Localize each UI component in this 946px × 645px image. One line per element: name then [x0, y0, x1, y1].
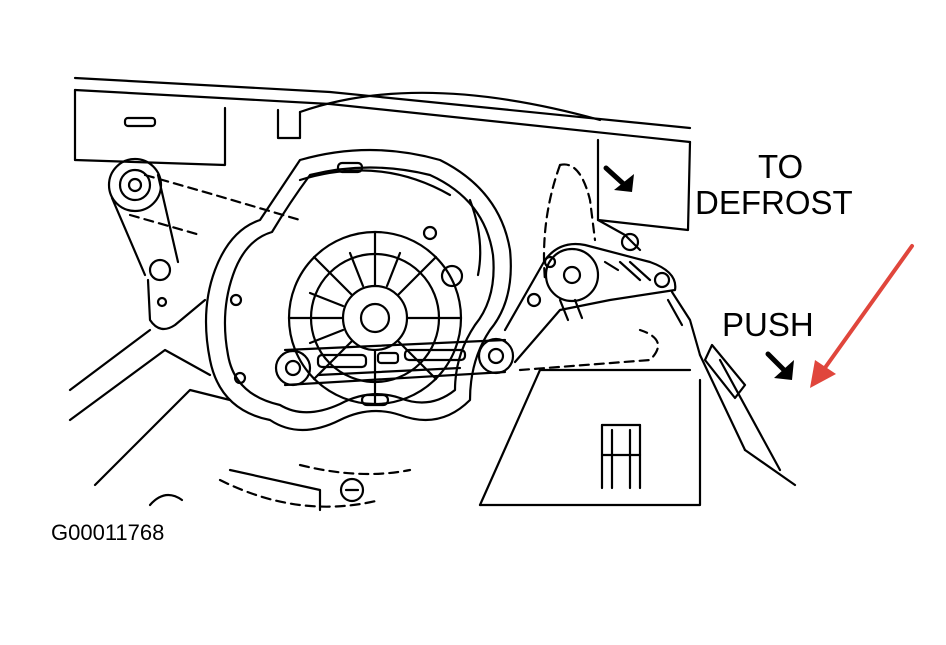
- central-gear: [287, 230, 463, 406]
- to-label: TO: [758, 148, 804, 185]
- defrost-outlet-housing: [596, 138, 692, 252]
- link-bar: [274, 337, 515, 387]
- down-right-arrow-icon: [603, 165, 634, 192]
- lower-housing: [68, 328, 702, 512]
- left-pulley-lever: [107, 157, 207, 331]
- defrost-label: DEFROST: [695, 184, 853, 221]
- down-right-arrow-icon: [765, 351, 794, 380]
- figure-code: G00011768: [51, 520, 165, 545]
- actuator-rod: [666, 290, 797, 487]
- push-label: PUSH: [722, 306, 814, 343]
- hidden-door-outline: [128, 163, 660, 508]
- right-cam-arm: [503, 242, 677, 364]
- red-pointer-arrow-icon: [810, 244, 914, 388]
